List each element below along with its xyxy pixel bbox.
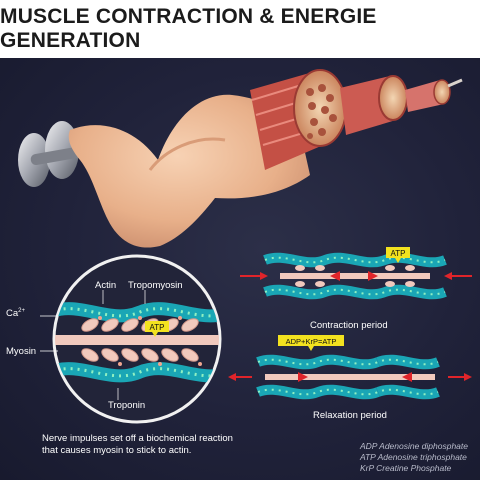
- adp-krp-tag: ADP+KrP=ATP: [286, 337, 337, 346]
- caption-line-2: that causes myosin to stick to actin.: [42, 445, 192, 456]
- legend-adp: ADP Adenosine diphosphate: [359, 441, 468, 451]
- diagram-canvas: ATP: [18, 69, 472, 424]
- relaxation-schematic: ADP+KrP=ATP: [228, 335, 472, 400]
- sarcomere-zoom: ATP: [40, 254, 222, 424]
- atp-tag-contraction: ATP: [391, 249, 406, 258]
- flexed-arm: [68, 94, 310, 248]
- legend-krp: KrP Creatine Phosphate: [359, 463, 452, 473]
- page-title: MUSCLE CONTRACTION & ENERGIE GENERATION: [0, 5, 377, 52]
- relaxation-period-label: Relaxation period: [313, 410, 387, 421]
- atp-tag-label: ATP: [150, 323, 165, 332]
- abbreviation-legend: ADP Adenosine diphosphate ATP Adenosine …: [360, 441, 468, 474]
- title-bar: MUSCLE CONTRACTION & ENERGIE GENERATION: [0, 0, 480, 58]
- calcium-sup: 2+: [18, 308, 25, 314]
- myosin-label: Myosin: [6, 346, 37, 357]
- troponin-label: Troponin: [108, 400, 146, 411]
- caption-line-1: Nerve impulses set off a biochemical rea…: [42, 433, 233, 444]
- diagram-panel: ATP: [0, 58, 480, 480]
- actin-label: Actin: [95, 280, 117, 291]
- calcium-label: Ca2+: [6, 308, 25, 319]
- tropomyosin-label: Tropomyosin: [128, 280, 183, 291]
- legend-atp: ATP Adenosine triphosphate: [359, 452, 467, 462]
- contraction-schematic: ATP: [240, 247, 472, 300]
- calcium-base: Ca: [6, 308, 19, 320]
- contraction-period-label: Contraction period: [310, 320, 388, 331]
- caption: Nerve impulses set off a biochemical rea…: [42, 433, 262, 457]
- muscle-bundle: [250, 69, 463, 170]
